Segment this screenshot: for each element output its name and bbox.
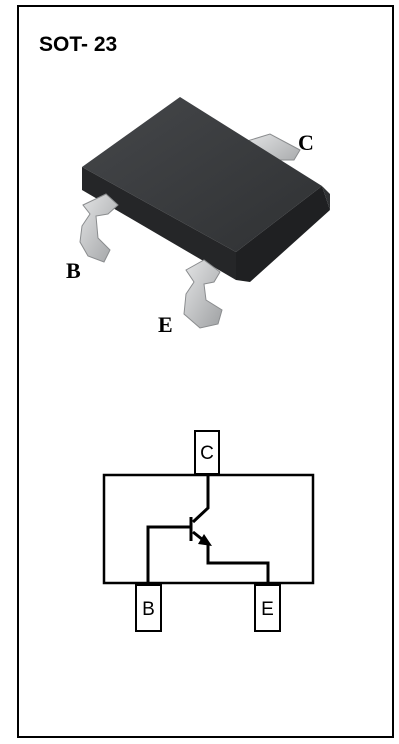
- collector-pin-label: C: [200, 443, 214, 464]
- package-title: SOT- 23: [39, 33, 118, 56]
- base-wire: [146, 525, 190, 584]
- emitter-arrow: [198, 534, 212, 546]
- base-lead: [79, 193, 119, 263]
- collector-wire: [191, 475, 210, 524]
- emitter-lead: [183, 259, 223, 329]
- collector-lead-label: C: [298, 130, 314, 155]
- package-body: [82, 97, 330, 282]
- emitter-pin: E: [254, 584, 281, 632]
- base-lead-label: B: [66, 258, 81, 283]
- collector-pin: C: [194, 430, 220, 475]
- emitter-lead-label: E: [158, 312, 173, 337]
- base-pin-label: B: [142, 599, 155, 620]
- emitter-pin-label: E: [261, 599, 274, 620]
- base-pin: B: [135, 584, 162, 632]
